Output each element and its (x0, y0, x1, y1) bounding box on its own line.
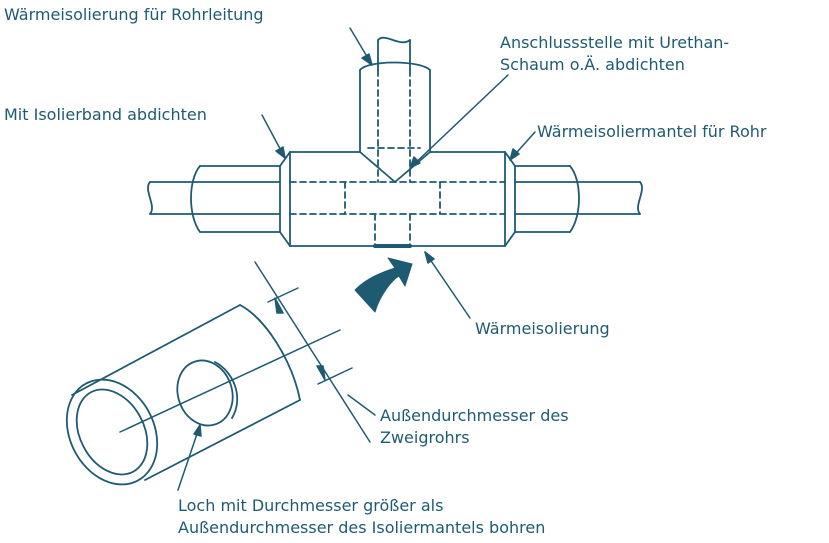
label-urethane-line2: Schaum o.Ä. abdichten (500, 55, 685, 74)
leader-lines (177, 27, 536, 491)
label-outer-diameter-line1: Außendurchmesser des (380, 406, 569, 425)
label-hole-line2: Außendurchmesser des Isoliermantels bohr… (178, 518, 546, 537)
label-hole-line1: Loch mit Durchmesser größer als (178, 496, 444, 515)
label-pipe-insulation: Wärmeisolierung für Rohrleitung (4, 5, 264, 24)
main-pipe-right (514, 165, 643, 233)
label-outer-diameter-line2: Zweigrohrs (380, 428, 470, 447)
install-arrow (354, 257, 413, 313)
tee-jacket (279, 151, 516, 247)
label-tape-seal: Mit Isolierband abdichten (4, 105, 207, 124)
main-pipe-left (147, 165, 281, 233)
outer-diameter-dimension (254, 261, 371, 443)
label-urethane-line1: Anschlussstelle mit Urethan- (500, 33, 730, 52)
branch-pipe (359, 36, 431, 183)
label-insulation: Wärmeisolierung (475, 319, 610, 338)
label-jacket: Wärmeisoliermantel für Rohr (537, 122, 767, 141)
insulation-sleeve (65, 304, 341, 486)
